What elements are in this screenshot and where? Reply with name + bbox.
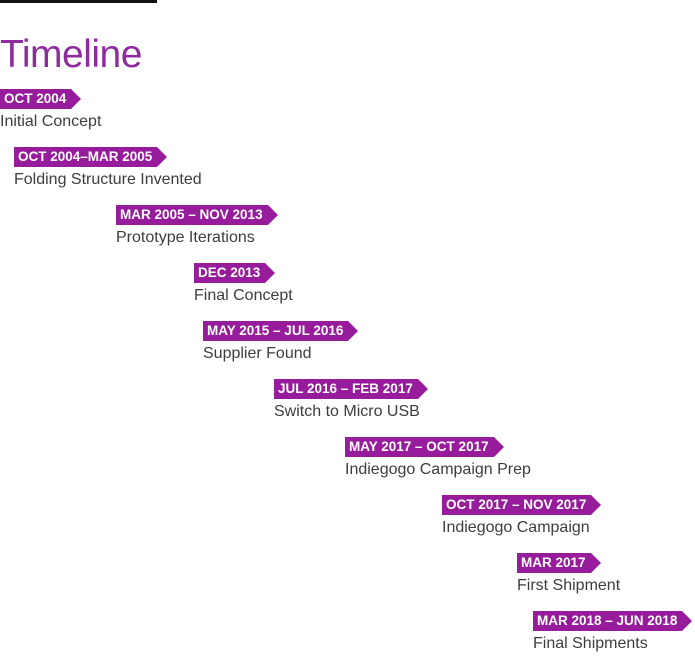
timeline-entry: MAR 2005 – NOV 2013 Prototype Iterations xyxy=(116,205,278,247)
entry-label: Initial Concept xyxy=(0,113,102,130)
timeline-entry: MAR 2018 – JUN 2018 Final Shipments xyxy=(533,611,693,653)
entry-label: Indiegogo Campaign Prep xyxy=(345,461,531,478)
entry-label: Final Concept xyxy=(194,287,293,304)
date-tag: MAY 2017 – OCT 2017 xyxy=(345,437,504,457)
timeline-entry: OCT 2004 Initial Concept xyxy=(0,89,101,131)
date-tag: OCT 2004–MAR 2005 xyxy=(14,147,168,167)
date-tag: JUL 2016 – FEB 2017 xyxy=(274,379,428,399)
timeline-entry: DEC 2013 Final Concept xyxy=(194,263,293,305)
page-title: Timeline xyxy=(0,33,142,77)
date-tag: MAR 2017 xyxy=(517,553,601,573)
date-tag: DEC 2013 xyxy=(194,263,276,283)
timeline-entry: OCT 2017 – NOV 2017 Indiegogo Campaign xyxy=(442,495,602,537)
entry-label: Prototype Iterations xyxy=(116,229,255,246)
entry-label: Supplier Found xyxy=(203,345,312,362)
entry-label: Indiegogo Campaign xyxy=(442,519,590,536)
timeline-entry: MAY 2015 – JUL 2016 Supplier Found xyxy=(203,321,359,363)
date-tag: OCT 2004 xyxy=(0,89,82,109)
date-tag: MAR 2018 – JUN 2018 xyxy=(533,611,693,631)
timeline-entry: OCT 2004–MAR 2005 Folding Structure Inve… xyxy=(14,147,202,189)
timeline-entry: MAR 2017 First Shipment xyxy=(517,553,620,595)
entry-label: Folding Structure Invented xyxy=(14,171,202,188)
timeline-entry: MAY 2017 – OCT 2017 Indiegogo Campaign P… xyxy=(345,437,531,479)
date-tag: OCT 2017 – NOV 2017 xyxy=(442,495,602,515)
date-tag: MAR 2005 – NOV 2013 xyxy=(116,205,278,225)
entry-label: First Shipment xyxy=(517,577,621,594)
timeline-entry: JUL 2016 – FEB 2017 Switch to Micro USB xyxy=(274,379,428,421)
entry-label: Switch to Micro USB xyxy=(274,403,420,420)
entry-label: Final Shipments xyxy=(533,635,648,652)
top-rule xyxy=(0,0,157,3)
date-tag: MAY 2015 – JUL 2016 xyxy=(203,321,359,341)
